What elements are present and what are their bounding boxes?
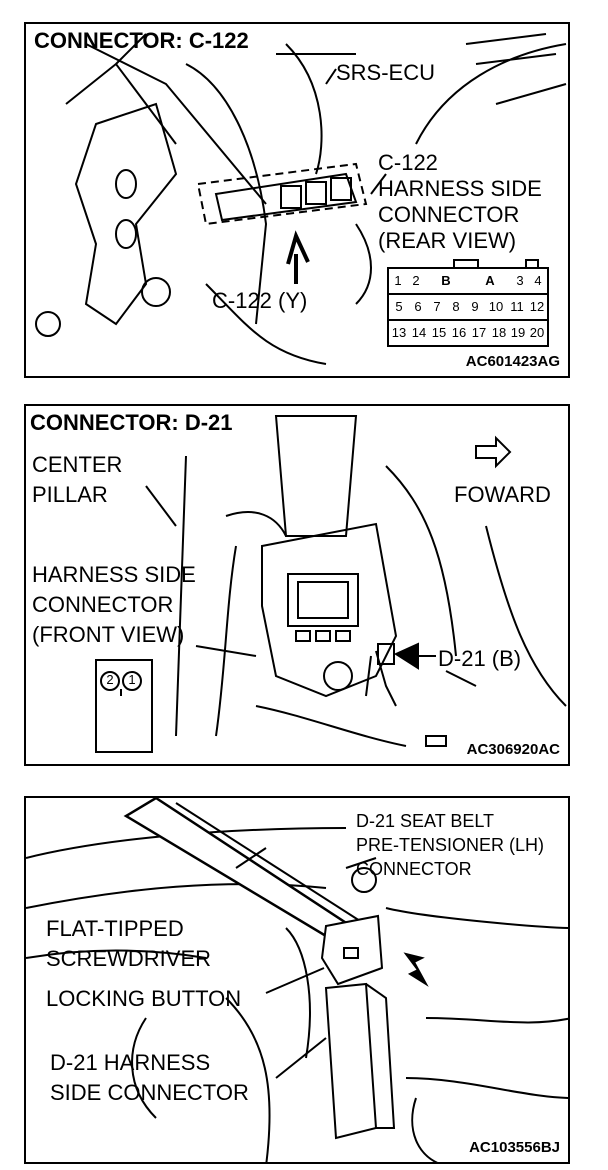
pin: 11 (510, 299, 524, 314)
pin: 1 (394, 273, 402, 288)
connector-d21-panel: CONNECTOR: D-21 CENTER PILLAR FOWARD HAR… (24, 404, 570, 766)
pin: 10 (488, 299, 504, 314)
d21-illustration (95, 415, 567, 753)
pin: 14 (411, 325, 427, 340)
pin: 15 (431, 325, 447, 340)
pin: A (485, 273, 495, 288)
figure-code: AC103556BJ (469, 1139, 560, 1156)
pin: 18 (491, 325, 507, 340)
harness-side-label: HARNESS SIDE (32, 562, 196, 587)
pin-2: 2 (106, 672, 114, 687)
d21-harness-label: D-21 HARNESS (50, 1050, 211, 1075)
pin: 4 (534, 273, 542, 288)
pin: B (441, 273, 451, 288)
pin-1: 1 (128, 672, 136, 687)
front-view-label: (FRONT VIEW) (32, 622, 185, 647)
locking-button-label: LOCKING BUTTON (46, 986, 242, 1011)
connector-label: CONNECTOR (378, 202, 520, 227)
d21-b-label: D-21 (B) (438, 646, 522, 671)
pillar-label: PILLAR (32, 482, 108, 507)
connector-c122-panel: CONNECTOR: C-122 SRS-ECU C-122 HARNESS S… (24, 22, 570, 378)
flat-tipped-label: FLAT-TIPPED (46, 916, 184, 941)
pin: 13 (391, 325, 407, 340)
screwdriver-label: SCREWDRIVER (46, 946, 212, 971)
side-connector-label: SIDE CONNECTOR (50, 1080, 249, 1105)
pin: 8 (452, 299, 460, 314)
pin: 7 (433, 299, 441, 314)
seat-belt-label-line1: D-21 SEAT BELT (356, 811, 495, 831)
screwdriver-illustration (26, 798, 568, 1162)
connector-label: CONNECTOR (32, 592, 174, 617)
pin: 16 (451, 325, 467, 340)
pin: 12 (529, 299, 545, 314)
panel-title: CONNECTOR: D-21 (30, 410, 233, 435)
foward-label: FOWARD (454, 482, 551, 507)
pin: 5 (395, 299, 403, 314)
pin: 17 (471, 325, 487, 340)
pin: 9 (471, 299, 479, 314)
pin: 19 (510, 325, 526, 340)
srs-ecu-label: SRS-ECU (336, 60, 436, 85)
rear-view-label: (REAR VIEW) (378, 228, 517, 253)
c122-y-label: C-122 (Y) (212, 288, 308, 313)
pin: 2 (412, 273, 420, 288)
pretensioner-connector-panel: D-21 SEAT BELT PRE-TENSIONER (LH) CONNEC… (24, 796, 570, 1164)
seat-belt-label-line3: CONNECTOR (356, 859, 472, 879)
harness-side-label: HARNESS SIDE (378, 176, 542, 201)
seat-belt-label-line2: PRE-TENSIONER (LH) (356, 835, 545, 855)
figure-code: AC306920AC (466, 741, 560, 758)
pin: 20 (529, 325, 545, 340)
c122-illustration (35, 33, 567, 365)
pin: 6 (414, 299, 422, 314)
panel-title: CONNECTOR: C-122 (34, 28, 249, 53)
c122-label: C-122 (378, 150, 438, 175)
pin: 3 (516, 273, 524, 288)
figure-code: AC601423AG (465, 353, 560, 370)
center-label: CENTER (32, 452, 123, 477)
